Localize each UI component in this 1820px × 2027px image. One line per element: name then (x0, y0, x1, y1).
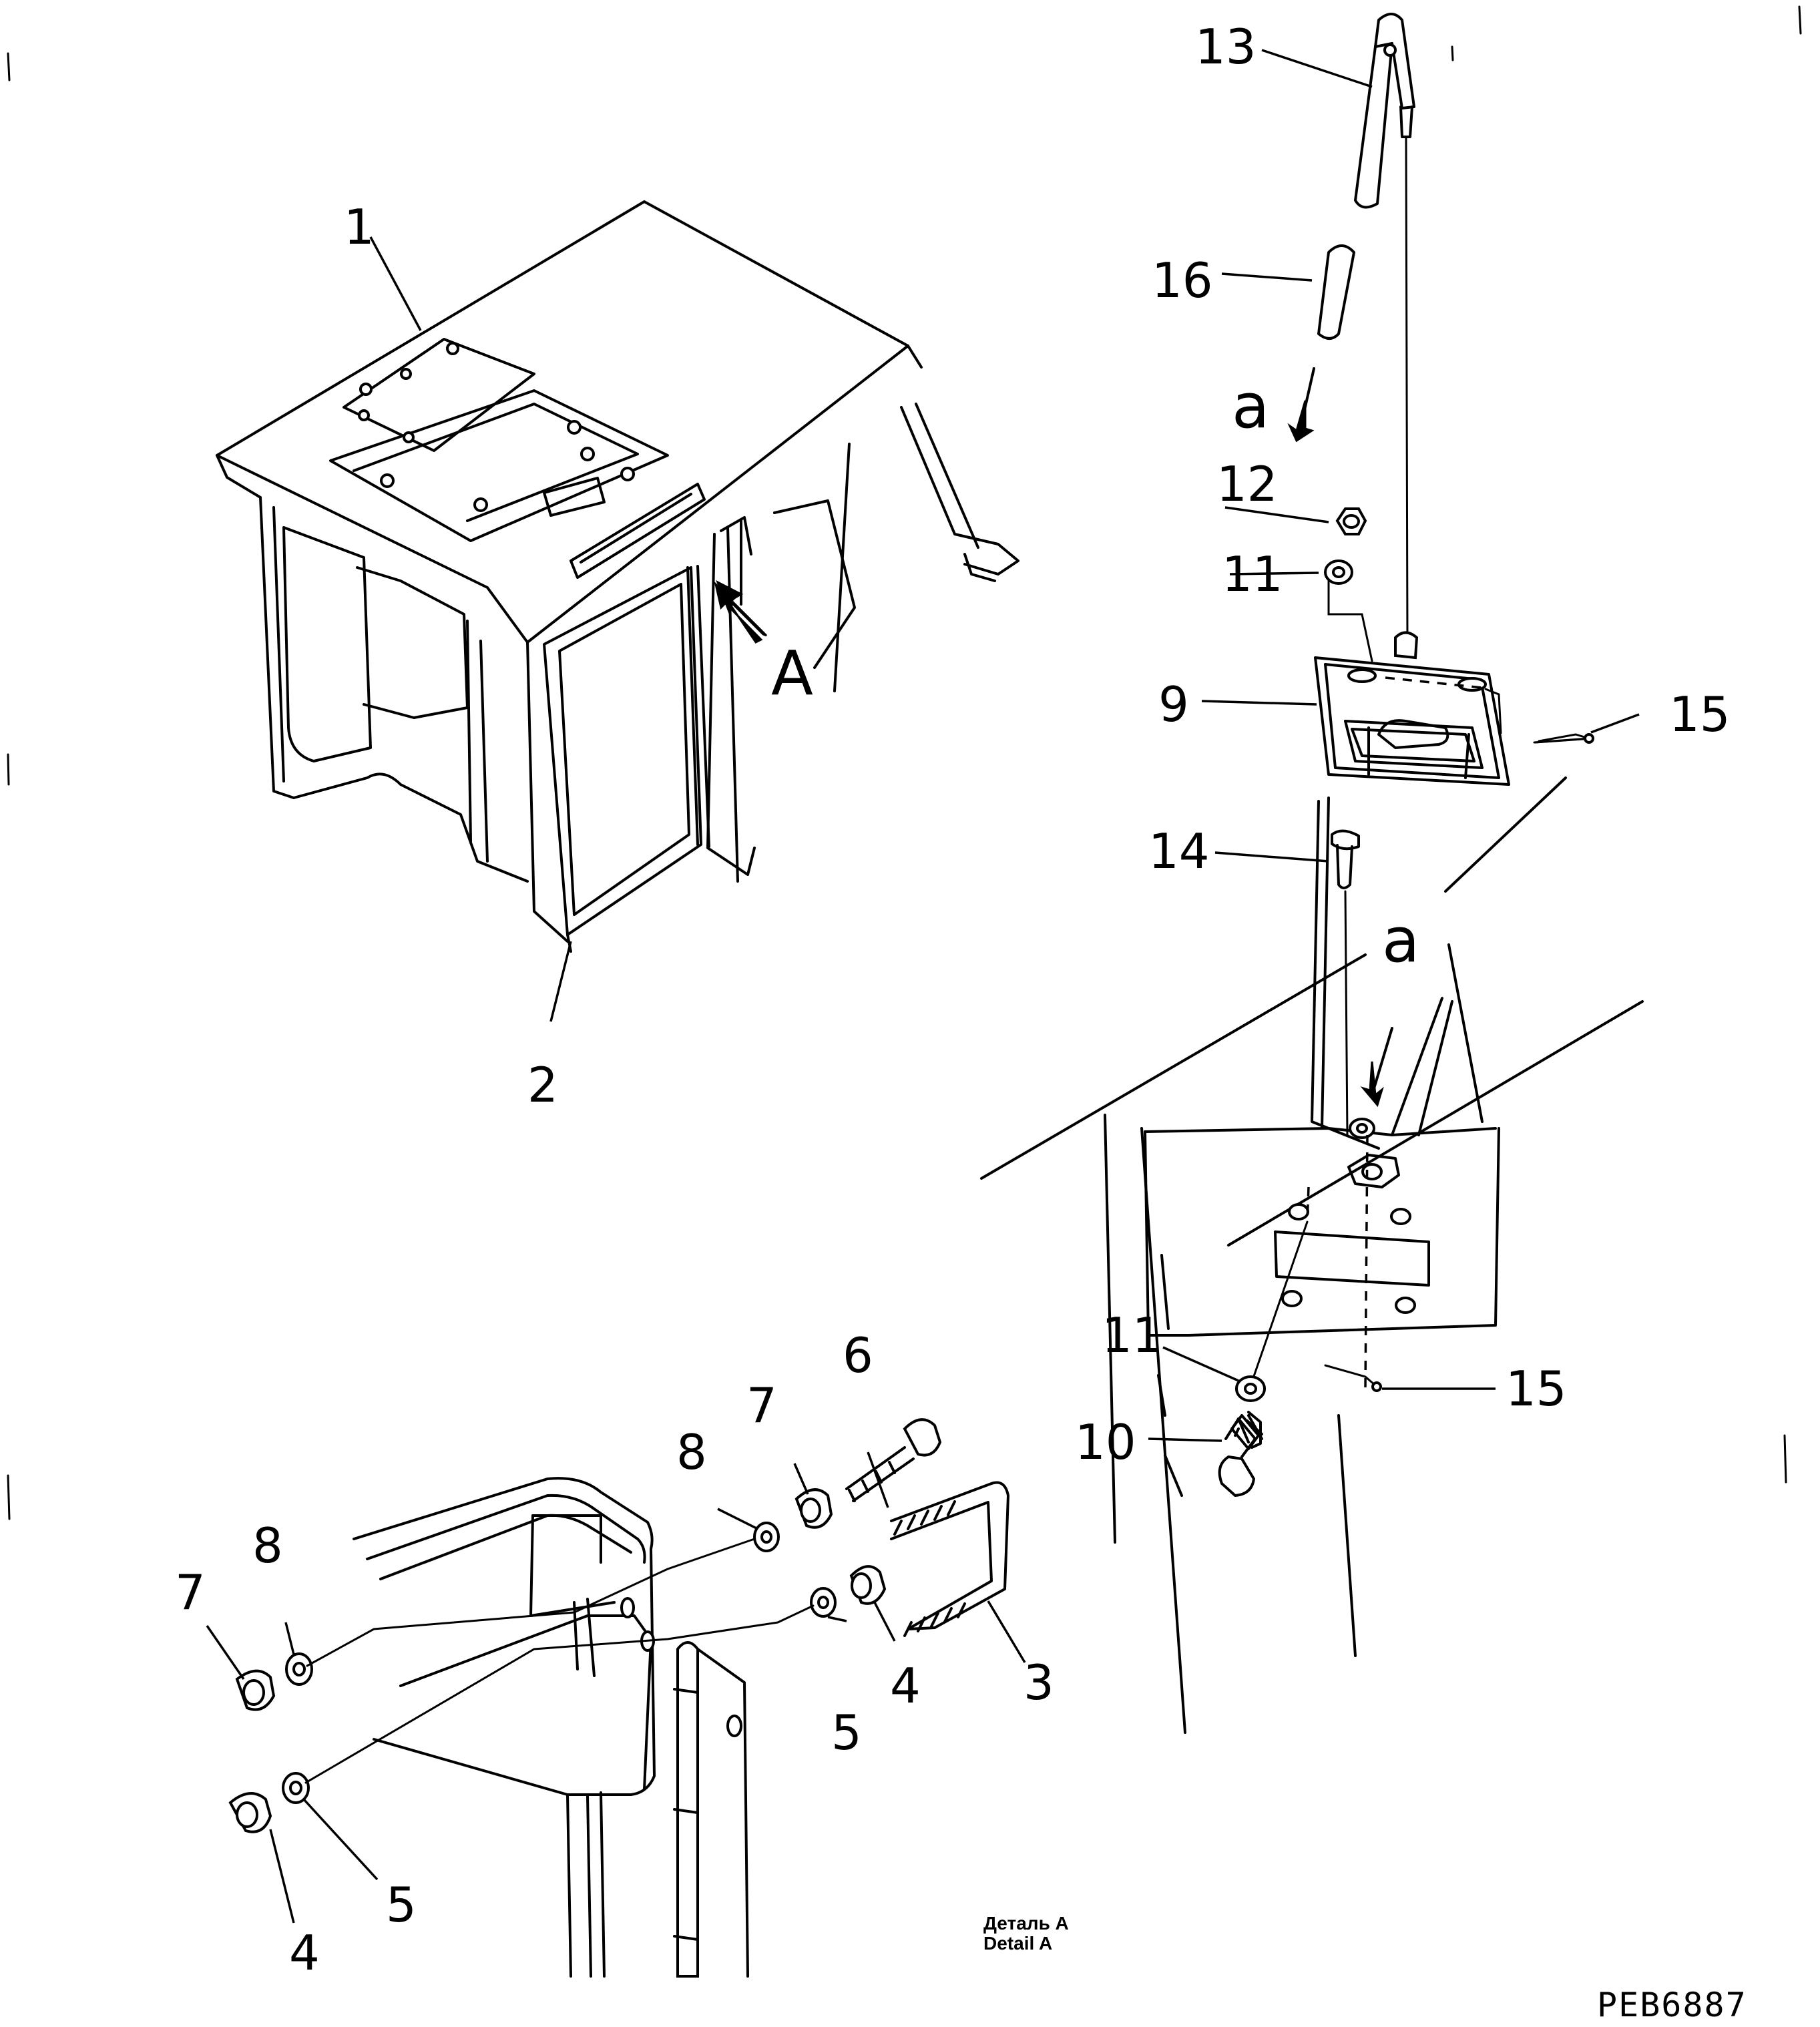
leader-lines (206, 49, 1640, 1924)
view-mark-a-upper: a (1232, 371, 1269, 442)
view-mark-a-detail: A (771, 638, 813, 709)
callout-10: 10 (1075, 1414, 1136, 1470)
callout-16: 16 (1152, 252, 1213, 308)
callout-11-lower: 11 (1102, 1307, 1163, 1363)
callout-7-upper: 7 (746, 1377, 777, 1433)
callout-14: 14 (1148, 823, 1210, 879)
callout-15-lower: 15 (1506, 1361, 1567, 1417)
callout-5-right: 5 (831, 1705, 862, 1761)
caption-detail-ru: Деталь A (983, 1913, 1069, 1934)
roof-bolts (358, 342, 635, 512)
callout-15-upper: 15 (1669, 686, 1731, 742)
callout-4-left: 4 (289, 1925, 320, 1981)
detail-a (228, 1418, 1009, 1978)
callout-3: 3 (1023, 1654, 1054, 1711)
callout-7-left: 7 (175, 1564, 206, 1620)
callout-5-left: 5 (386, 1877, 417, 1933)
callout-12: 12 (1216, 456, 1278, 512)
view-mark-a-lower: a (1382, 905, 1419, 976)
callout-11-upper: 11 (1222, 546, 1283, 602)
callout-6: 6 (843, 1327, 873, 1383)
callout-9: 9 (1158, 676, 1189, 732)
latch-assembly (980, 13, 1644, 1734)
callout-13: 13 (1195, 19, 1257, 75)
callout-4-right: 4 (890, 1658, 921, 1714)
view-marks: A a a (771, 371, 1419, 976)
caption-detail-en: Detail A (983, 1933, 1052, 1954)
scan-edge-marks (7, 5, 1802, 1520)
callout-8-left: 8 (252, 1518, 283, 1574)
cab-assembly (216, 200, 1019, 953)
callout-1: 1 (344, 199, 375, 255)
callout-2: 2 (527, 1057, 558, 1113)
callout-8-upper: 8 (676, 1424, 707, 1480)
callout-numbers: 1 2 13 16 12 11 9 15 14 11 15 10 6 7 8 3… (175, 19, 1731, 1981)
drawing-code: PEB6887 (1597, 1986, 1747, 2024)
